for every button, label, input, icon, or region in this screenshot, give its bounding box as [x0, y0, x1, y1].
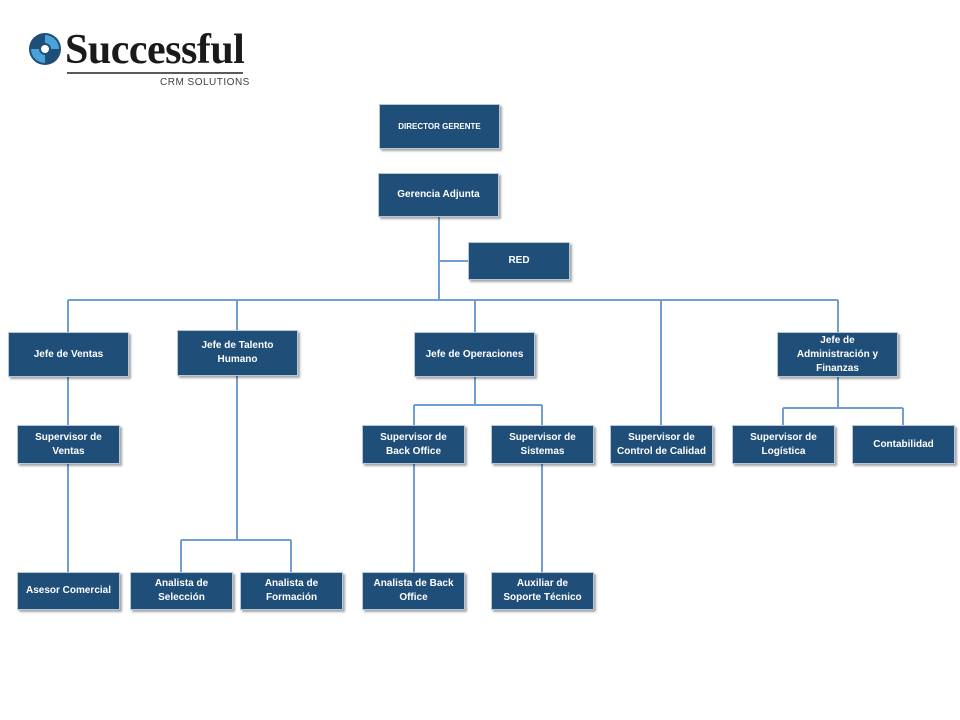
- box-analista-seleccion: Analista de Selección: [130, 572, 233, 610]
- box-director-gerente: DIRECTOR GERENTE: [379, 104, 500, 149]
- box-supervisor-control-calidad: Supervisor de Control de Calidad: [610, 425, 713, 464]
- box-gerencia-adjunta: Gerencia Adjunta: [378, 173, 499, 217]
- box-supervisor-logistica: Supervisor de Logística: [732, 425, 835, 464]
- box-jefe-talento-humano: Jefe de Talento Humano: [177, 330, 298, 376]
- box-supervisor-sistemas: Supervisor de Sistemas: [491, 425, 594, 464]
- box-auxiliar-soporte-tecnico: Auxiliar de Soporte Técnico: [491, 572, 594, 610]
- box-jefe-administracion: Jefe de Administración y Finanzas: [777, 332, 898, 377]
- box-analista-back-office: Analista de Back Office: [362, 572, 465, 610]
- box-asesor-comercial: Asesor Comercial: [17, 572, 120, 610]
- box-jefe-operaciones: Jefe de Operaciones: [414, 332, 535, 377]
- box-jefe-ventas: Jefe de Ventas: [8, 332, 129, 377]
- logo-divider: [67, 72, 243, 74]
- company-logo: Successful CRM SOLUTIONS: [25, 27, 253, 91]
- logo-name: Successful: [65, 27, 245, 73]
- box-red: RED: [468, 242, 570, 280]
- box-analista-formacion: Analista de Formación: [240, 572, 343, 610]
- box-contabilidad: Contabilidad: [852, 425, 955, 464]
- box-supervisor-ventas: Supervisor de Ventas: [17, 425, 120, 464]
- logo-swirl-icon: [29, 33, 61, 65]
- box-supervisor-back-office: Supervisor de Back Office: [362, 425, 465, 464]
- logo-tagline: CRM SOLUTIONS: [160, 77, 250, 88]
